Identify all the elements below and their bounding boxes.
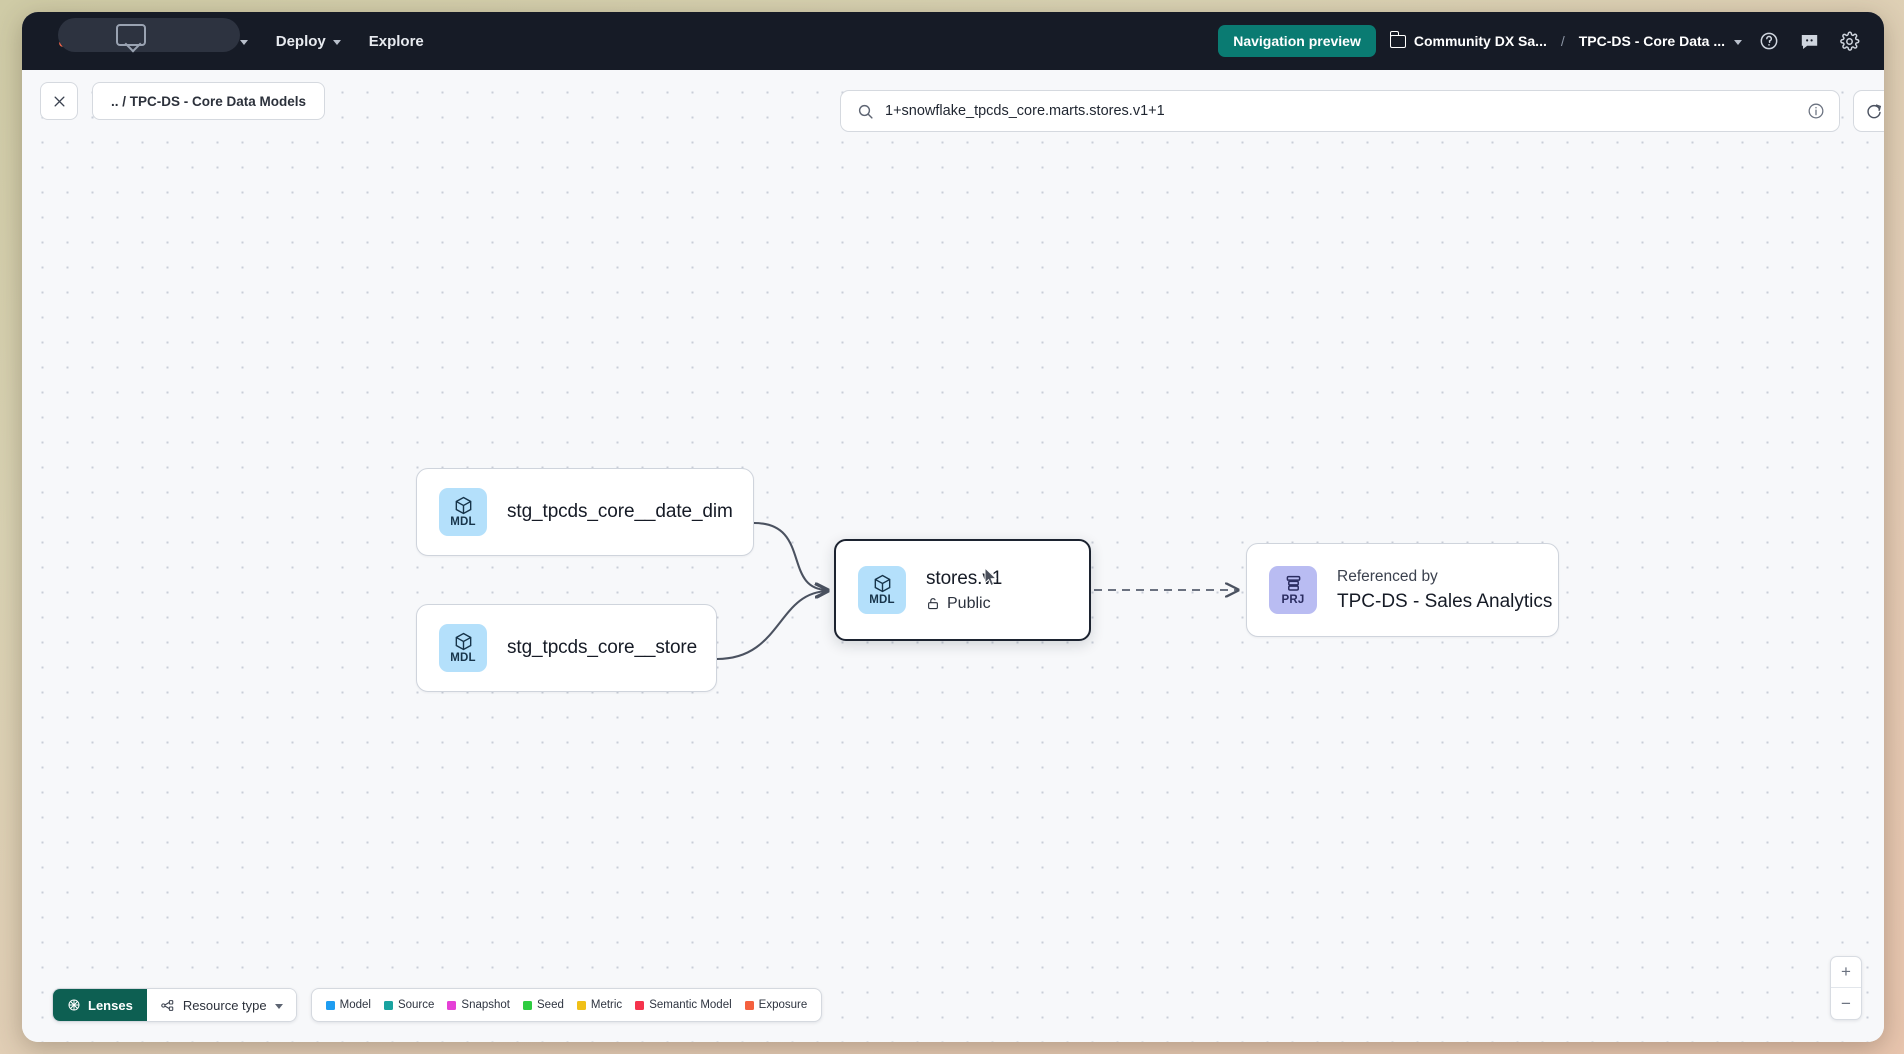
badge-abbr: MDL [450,516,476,529]
project-name: TPC-DS - Core Data ... [1578,33,1725,49]
resource-type-badge-mdl: MDL [858,566,906,614]
nav-link-deploy[interactable]: Deploy [262,25,355,58]
node-body: stores.v1 Public [926,568,1002,613]
graph-node-store[interactable]: MDL stg_tpcds_core__store [416,604,717,692]
node-title: stores.v1 [926,567,1003,589]
legend-swatch [325,1000,335,1010]
lineage-canvas[interactable]: MDL stg_tpcds_core__date_dim MDL stg_tpc… [22,70,1884,1042]
legend-swatch [447,1000,457,1010]
refresh-icon [1867,104,1882,119]
account-name: Community DX Sa... [1413,33,1547,49]
legend-item-semantic-model: Semantic Model [635,999,732,1011]
lineage-search-box[interactable] [840,90,1840,132]
feedback-icon[interactable] [1796,28,1822,54]
lineage-subbar: .. / TPC-DS - Core Data Models [22,70,1884,132]
lineage-edges [716,521,1884,661]
edge-date-dim-to-stores [753,521,828,590]
chevron-down-icon [332,39,341,45]
top-navbar: dbt Develop Deploy Explore Navigation pr… [22,12,1884,70]
resource-type-badge-prj: PRJ [1269,566,1317,614]
search-icon [858,104,873,119]
chevron-down-icon [1734,39,1742,45]
legend-label: Exposure [758,999,808,1011]
breadcrumb-separator: / [1560,33,1565,49]
node-title: TPC-DS - Sales Analytics [1337,590,1553,612]
chevron-down-icon [239,39,248,45]
legend-item-source: Source [383,999,435,1011]
help-circle-icon[interactable] [1756,28,1782,54]
legend-item-seed: Seed [523,999,564,1011]
graph-node-sales-analytics[interactable]: PRJ Referenced by TPC-DS - Sales Analyti… [1246,543,1559,637]
info-circle-icon[interactable] [1807,102,1825,120]
lenses-label: Lenses [88,997,133,1013]
nav-link-explore-label: Explore [368,32,424,50]
legend-swatch [523,1000,533,1010]
node-title: stg_tpcds_core__date_dim [507,501,733,522]
chevron-down-icon [274,1003,283,1009]
legend-item-model: Model [325,999,371,1011]
lenses-button[interactable]: Lenses [53,989,147,1021]
folder-icon [1389,31,1406,48]
legend-item-metric: Metric [576,999,623,1011]
lens-icon [68,999,80,1011]
bottom-toolbar: Lenses Resource type [52,988,823,1022]
nav-link-deploy-label: Deploy [275,32,326,50]
close-icon [54,96,64,106]
node-body: stg_tpcds_core__date_dim [507,501,733,523]
node-body: stg_tpcds_core__store [507,637,698,659]
legend-label: Model [339,999,371,1011]
node-access-label: Public [947,594,991,612]
close-button[interactable] [40,82,78,120]
cube-icon [874,574,890,593]
navbar-right-group: Navigation preview Community DX Sa... / … [1218,25,1862,57]
node-kicker: Referenced by [1337,567,1438,585]
node-title: stg_tpcds_core__store [507,637,698,658]
lens-control-group: Lenses Resource type [52,988,297,1022]
badge-abbr: MDL [869,594,895,607]
legend-label: Source [397,999,435,1011]
badge-abbr: PRJ [1281,594,1305,607]
resource-type-legend: Model Source Snapshot Seed [310,988,823,1022]
account-breadcrumb[interactable]: Community DX Sa... [1389,31,1547,49]
legend-swatch [383,1000,393,1010]
resource-type-icon [161,999,174,1011]
legend-label: Snapshot [461,999,511,1011]
legend-label: Semantic Model [649,999,732,1011]
legend-item-snapshot: Snapshot [447,999,510,1011]
zoom-in-button[interactable]: + [1831,957,1861,988]
project-icon [1286,576,1300,591]
resource-type-label: Resource type [182,997,267,1013]
gear-icon[interactable] [1836,28,1862,54]
node-body: Referenced by TPC-DS - Sales Analytics [1337,567,1553,613]
legend-label: Metric [590,999,623,1011]
download-tab-icon [116,24,146,46]
graph-node-stores-v1[interactable]: MDL stores.v1 Public [834,539,1091,641]
legend-swatch [635,1000,645,1010]
cube-icon [455,632,471,651]
legend-label: Seed [537,999,564,1011]
app-window: dbt Develop Deploy Explore Navigation pr… [22,12,1884,1042]
node-access-row: Public [926,595,1002,613]
navigation-preview-badge[interactable]: Navigation preview [1218,25,1376,57]
search-input[interactable] [885,103,1796,119]
nav-link-explore[interactable]: Explore [355,25,438,58]
lineage-search-group [840,90,1884,132]
legend-swatch [744,1000,754,1010]
edge-store-to-stores [716,591,828,661]
cube-icon [455,496,471,515]
legend-swatch [576,1000,586,1010]
refresh-button[interactable] [1853,90,1884,132]
badge-abbr: MDL [450,652,476,665]
resource-type-dropdown[interactable]: Resource type [146,989,296,1021]
browser-tab-indicator[interactable] [58,18,240,52]
project-breadcrumb-dropdown[interactable]: TPC-DS - Core Data ... [1579,33,1742,49]
graph-node-date-dim[interactable]: MDL stg_tpcds_core__date_dim [416,468,754,556]
legend-item-exposure: Exposure [744,999,808,1011]
zoom-controls: + − [1830,956,1862,1020]
resource-type-badge-mdl: MDL [439,624,487,672]
view-breadcrumb[interactable]: .. / TPC-DS - Core Data Models [92,82,326,120]
zoom-out-button[interactable]: − [1841,993,1851,1013]
unlock-icon [928,598,938,610]
resource-type-badge-mdl: MDL [439,488,487,536]
